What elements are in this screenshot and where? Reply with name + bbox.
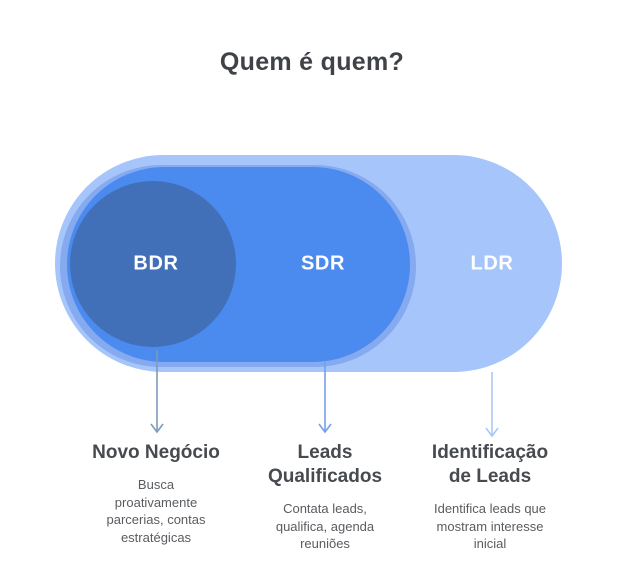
column-identificacao-de-leads: Identificação de Leads Identifica leads … — [400, 441, 580, 553]
column-novo-negocio: Novo Negócio Busca proativamente parceri… — [66, 441, 246, 546]
sdr-label: SDR — [300, 252, 346, 275]
page-title: Quem é quem? — [219, 48, 405, 76]
sdr-arrow-down-icon — [318, 362, 332, 434]
column-heading: Leads Qualificados — [267, 442, 383, 487]
column-heading: Identificação de Leads — [431, 442, 549, 487]
column-body: Identifica leads que mostram interesse i… — [433, 501, 547, 551]
bdr-arrow-down-icon — [150, 350, 164, 434]
ldr-label: LDR — [470, 252, 514, 275]
column-body: Contata leads, qualifica, agenda reuniõe… — [275, 501, 375, 551]
column-leads-qualificados: Leads Qualificados Contata leads, qualif… — [235, 441, 415, 553]
bdr-label: BDR — [133, 252, 179, 275]
column-heading: Novo Negócio — [92, 442, 220, 463]
bdr-circle — [70, 181, 236, 347]
column-body: Busca proativamente parcerias, contas es… — [106, 477, 206, 545]
ldr-arrow-down-icon — [485, 372, 499, 438]
